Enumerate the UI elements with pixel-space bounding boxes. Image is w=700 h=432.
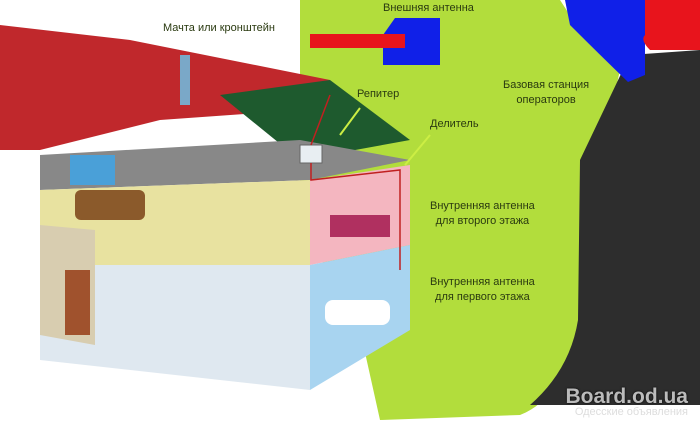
roof-dark (220, 80, 410, 160)
watermark-subtitle: Одесские объявления (574, 406, 688, 418)
label-inner-antenna-2: Внутренняя антенна для второго этажа (430, 199, 535, 229)
external-antenna-blue (383, 18, 440, 65)
label-inner-antenna-1-line2: для первого этажа (435, 291, 530, 303)
window (70, 155, 115, 185)
label-base-station-line2: операторов (516, 94, 576, 106)
roof (0, 25, 330, 150)
label-base-station: Базовая станция операторов (503, 78, 589, 108)
front-door (65, 270, 90, 335)
base-station-blue (565, 0, 645, 82)
label-inner-antenna-1-line1: Внутренняя антенна (430, 276, 535, 288)
label-inner-antenna-2-line2: для второго этажа (435, 215, 530, 227)
bed (330, 215, 390, 237)
dark-background (530, 50, 700, 405)
label-splitter: Делитель (430, 118, 479, 130)
watermark-site: Board.od.ua (565, 385, 688, 408)
cables (310, 94, 401, 270)
label-external-antenna: Внешняя антенна (383, 2, 474, 14)
repeater-device (299, 144, 323, 164)
base-station-red (643, 0, 700, 50)
watermark: Board.od.ua Одесские объявления (565, 385, 688, 418)
bathtub (325, 300, 390, 325)
label-repeater: Репитер (357, 88, 400, 100)
label-base-station-line1: Базовая станция (503, 79, 590, 91)
label-mast: Мачта или кронштейн (163, 22, 275, 34)
pointer-lines (339, 107, 431, 166)
label-inner-antenna-1: Внутренняя антенна для первого этажа (430, 275, 535, 305)
house-lower (40, 265, 310, 390)
external-antenna-red (310, 34, 405, 48)
label-inner-antenna-2-line1: Внутренняя антенна (430, 200, 535, 212)
mast (180, 55, 190, 105)
sofa (75, 190, 145, 220)
